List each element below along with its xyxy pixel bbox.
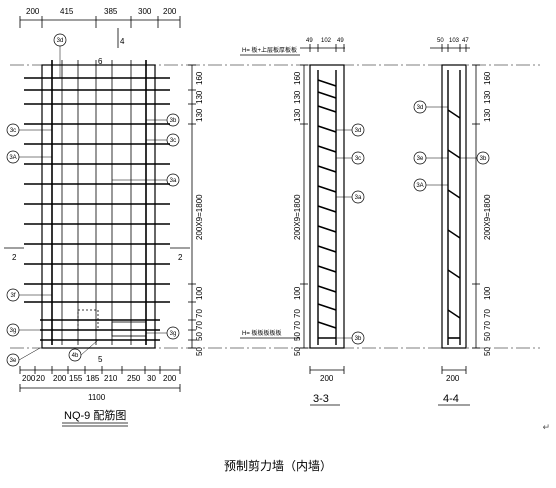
callout-3a: 3a — [170, 178, 177, 184]
s33-side-dim-5: 100 — [293, 286, 302, 300]
elevation-callouts: 3d 3b 3c 3c 3A 3a 3f 3g 3g 3e 4b — [9, 38, 177, 364]
top-dim-1: 200 — [26, 7, 40, 16]
s44-top-dim-1: 50 — [437, 38, 444, 44]
bottom-dim-2: 20 — [36, 374, 45, 383]
s44-bottom-dim: 200 — [446, 374, 460, 383]
section-mark-top: 4 — [120, 37, 125, 46]
s33-top-level-note: H= 板+上层板厚板板 — [242, 46, 297, 54]
leader-lines — [18, 46, 477, 361]
s44-callouts: 3d 3e 3b 3A — [416, 105, 487, 189]
total-width: 1100 — [88, 393, 106, 402]
bottom-dim-4: 155 — [69, 374, 83, 383]
bottom-dim-5: 185 — [86, 374, 100, 383]
bottom-dim-3: 200 — [53, 374, 67, 383]
side-dim-3: 130 — [195, 108, 204, 122]
side-dim-2: 130 — [195, 90, 204, 104]
top-dim-4: 300 — [138, 7, 152, 16]
s44-top-dim-2: 103 — [449, 38, 460, 44]
s33-side-dim-6: 70 — [293, 309, 302, 318]
callout-3A: 3A — [9, 155, 16, 161]
callout-4b: 4b — [72, 353, 79, 359]
s44-side-dim-8: 50 — [483, 332, 492, 341]
top-dim-2: 415 — [60, 7, 74, 16]
elevation-title: NQ-9 配筋图 — [64, 408, 126, 422]
s33-bottom-level-note: H= 板板板板板 — [242, 329, 282, 337]
s44-side-dim-7: 70 — [483, 321, 492, 330]
s44-side-dim-1: 160 — [483, 71, 492, 85]
top-dim-5: 200 — [163, 7, 177, 16]
s44-side-dim-3: 130 — [483, 108, 492, 122]
s33-side-dim-8: 50 — [293, 332, 302, 341]
s33-side-dim-3: 130 — [293, 108, 302, 122]
side-dim-4: 200X9=1800 — [195, 194, 204, 240]
elevation-side-dims: 160 130 130 200X9=1800 100 70 70 50 50 — [195, 71, 204, 356]
side-dim-6: 70 — [195, 309, 204, 318]
s44-top-dim-3: 47 — [462, 38, 469, 44]
s44-callout-3d: 3d — [417, 105, 424, 111]
s33-callout-3d: 3d — [355, 128, 362, 134]
s33-side-dim-7: 70 — [293, 321, 302, 330]
top-dim-3: 385 — [104, 7, 118, 16]
s33-top-dim-2: 102 — [321, 38, 332, 44]
s33-callout-3b: 3b — [355, 336, 362, 342]
side-dim-9: 50 — [195, 347, 204, 356]
horizontal-rebars — [24, 77, 170, 341]
s44-side-dim-2: 130 — [483, 90, 492, 104]
callout-3g-right: 3g — [170, 331, 177, 337]
s44-side-dim-4: 200X9=1800 — [483, 194, 492, 240]
s33-bottom-dim: 200 — [320, 374, 334, 383]
s33-side-dim-1: 160 — [293, 71, 302, 85]
callout-3e: 3e — [10, 358, 17, 364]
callout-3f: 3f — [10, 293, 15, 299]
bottom-dim-9: 200 — [163, 374, 177, 383]
s33-top-dim-1: 49 — [306, 38, 313, 44]
section-mark-top-small: 6 — [98, 57, 103, 66]
bottom-dim-7: 250 — [127, 374, 141, 383]
callout-3c-left: 3c — [10, 128, 16, 134]
s44-side-dims: 160 130 130 200X9=1800 100 70 70 50 50 — [483, 71, 492, 356]
section-mark-right: 2 — [178, 253, 183, 262]
s44-callout-3A: 3A — [416, 183, 423, 189]
s33-callout-3c: 3c — [355, 156, 361, 162]
bottom-dim-1: 200 — [22, 374, 36, 383]
callout-circles — [6, 33, 490, 367]
s33-side-dim-2: 130 — [293, 90, 302, 104]
return-mark: ↵ — [542, 423, 550, 433]
callout-3g-left: 3g — [10, 328, 17, 334]
section-4-4-view — [430, 44, 480, 406]
section-3-3-view — [240, 44, 345, 406]
s33-side-dim-4: 200X9=1800 — [293, 194, 302, 240]
bottom-dim-6: 210 — [104, 374, 118, 383]
side-dim-5: 100 — [195, 286, 204, 300]
s33-callout-3a: 3a — [355, 195, 362, 201]
s33-top-dim-3: 49 — [337, 38, 344, 44]
socket-detail — [111, 321, 147, 337]
callout-3d: 3d — [57, 38, 64, 44]
s44-callout-3b: 3b — [480, 156, 487, 162]
s44-side-dim-9: 50 — [483, 347, 492, 356]
s33-side-dim-9: 50 — [293, 347, 302, 356]
s44-side-dim-6: 70 — [483, 309, 492, 318]
s33-title: 3-3 — [313, 393, 329, 405]
bottom-dim-8: 30 — [147, 374, 156, 383]
callout-3b: 3b — [170, 118, 177, 124]
figure-caption: 预制剪力墙（内墙） — [223, 459, 332, 473]
section-mark-left: 2 — [12, 253, 17, 262]
opening-detail — [77, 309, 99, 331]
side-dim-7: 70 — [195, 321, 204, 330]
s44-callout-3e: 3e — [417, 156, 424, 162]
side-dim-1: 160 — [195, 71, 204, 85]
side-dim-8: 50 — [195, 332, 204, 341]
s44-title: 4-4 — [443, 393, 459, 405]
s33-side-dims: 160 130 130 200X9=1800 100 70 70 50 50 — [293, 71, 302, 356]
callout-3c-right: 3c — [170, 138, 176, 144]
elevation-view — [19, 16, 181, 349]
section-mark-bottom-small: 5 — [98, 355, 103, 364]
s33-callouts: 3d 3c 3a 3b — [355, 128, 362, 342]
s44-side-dim-5: 100 — [483, 286, 492, 300]
